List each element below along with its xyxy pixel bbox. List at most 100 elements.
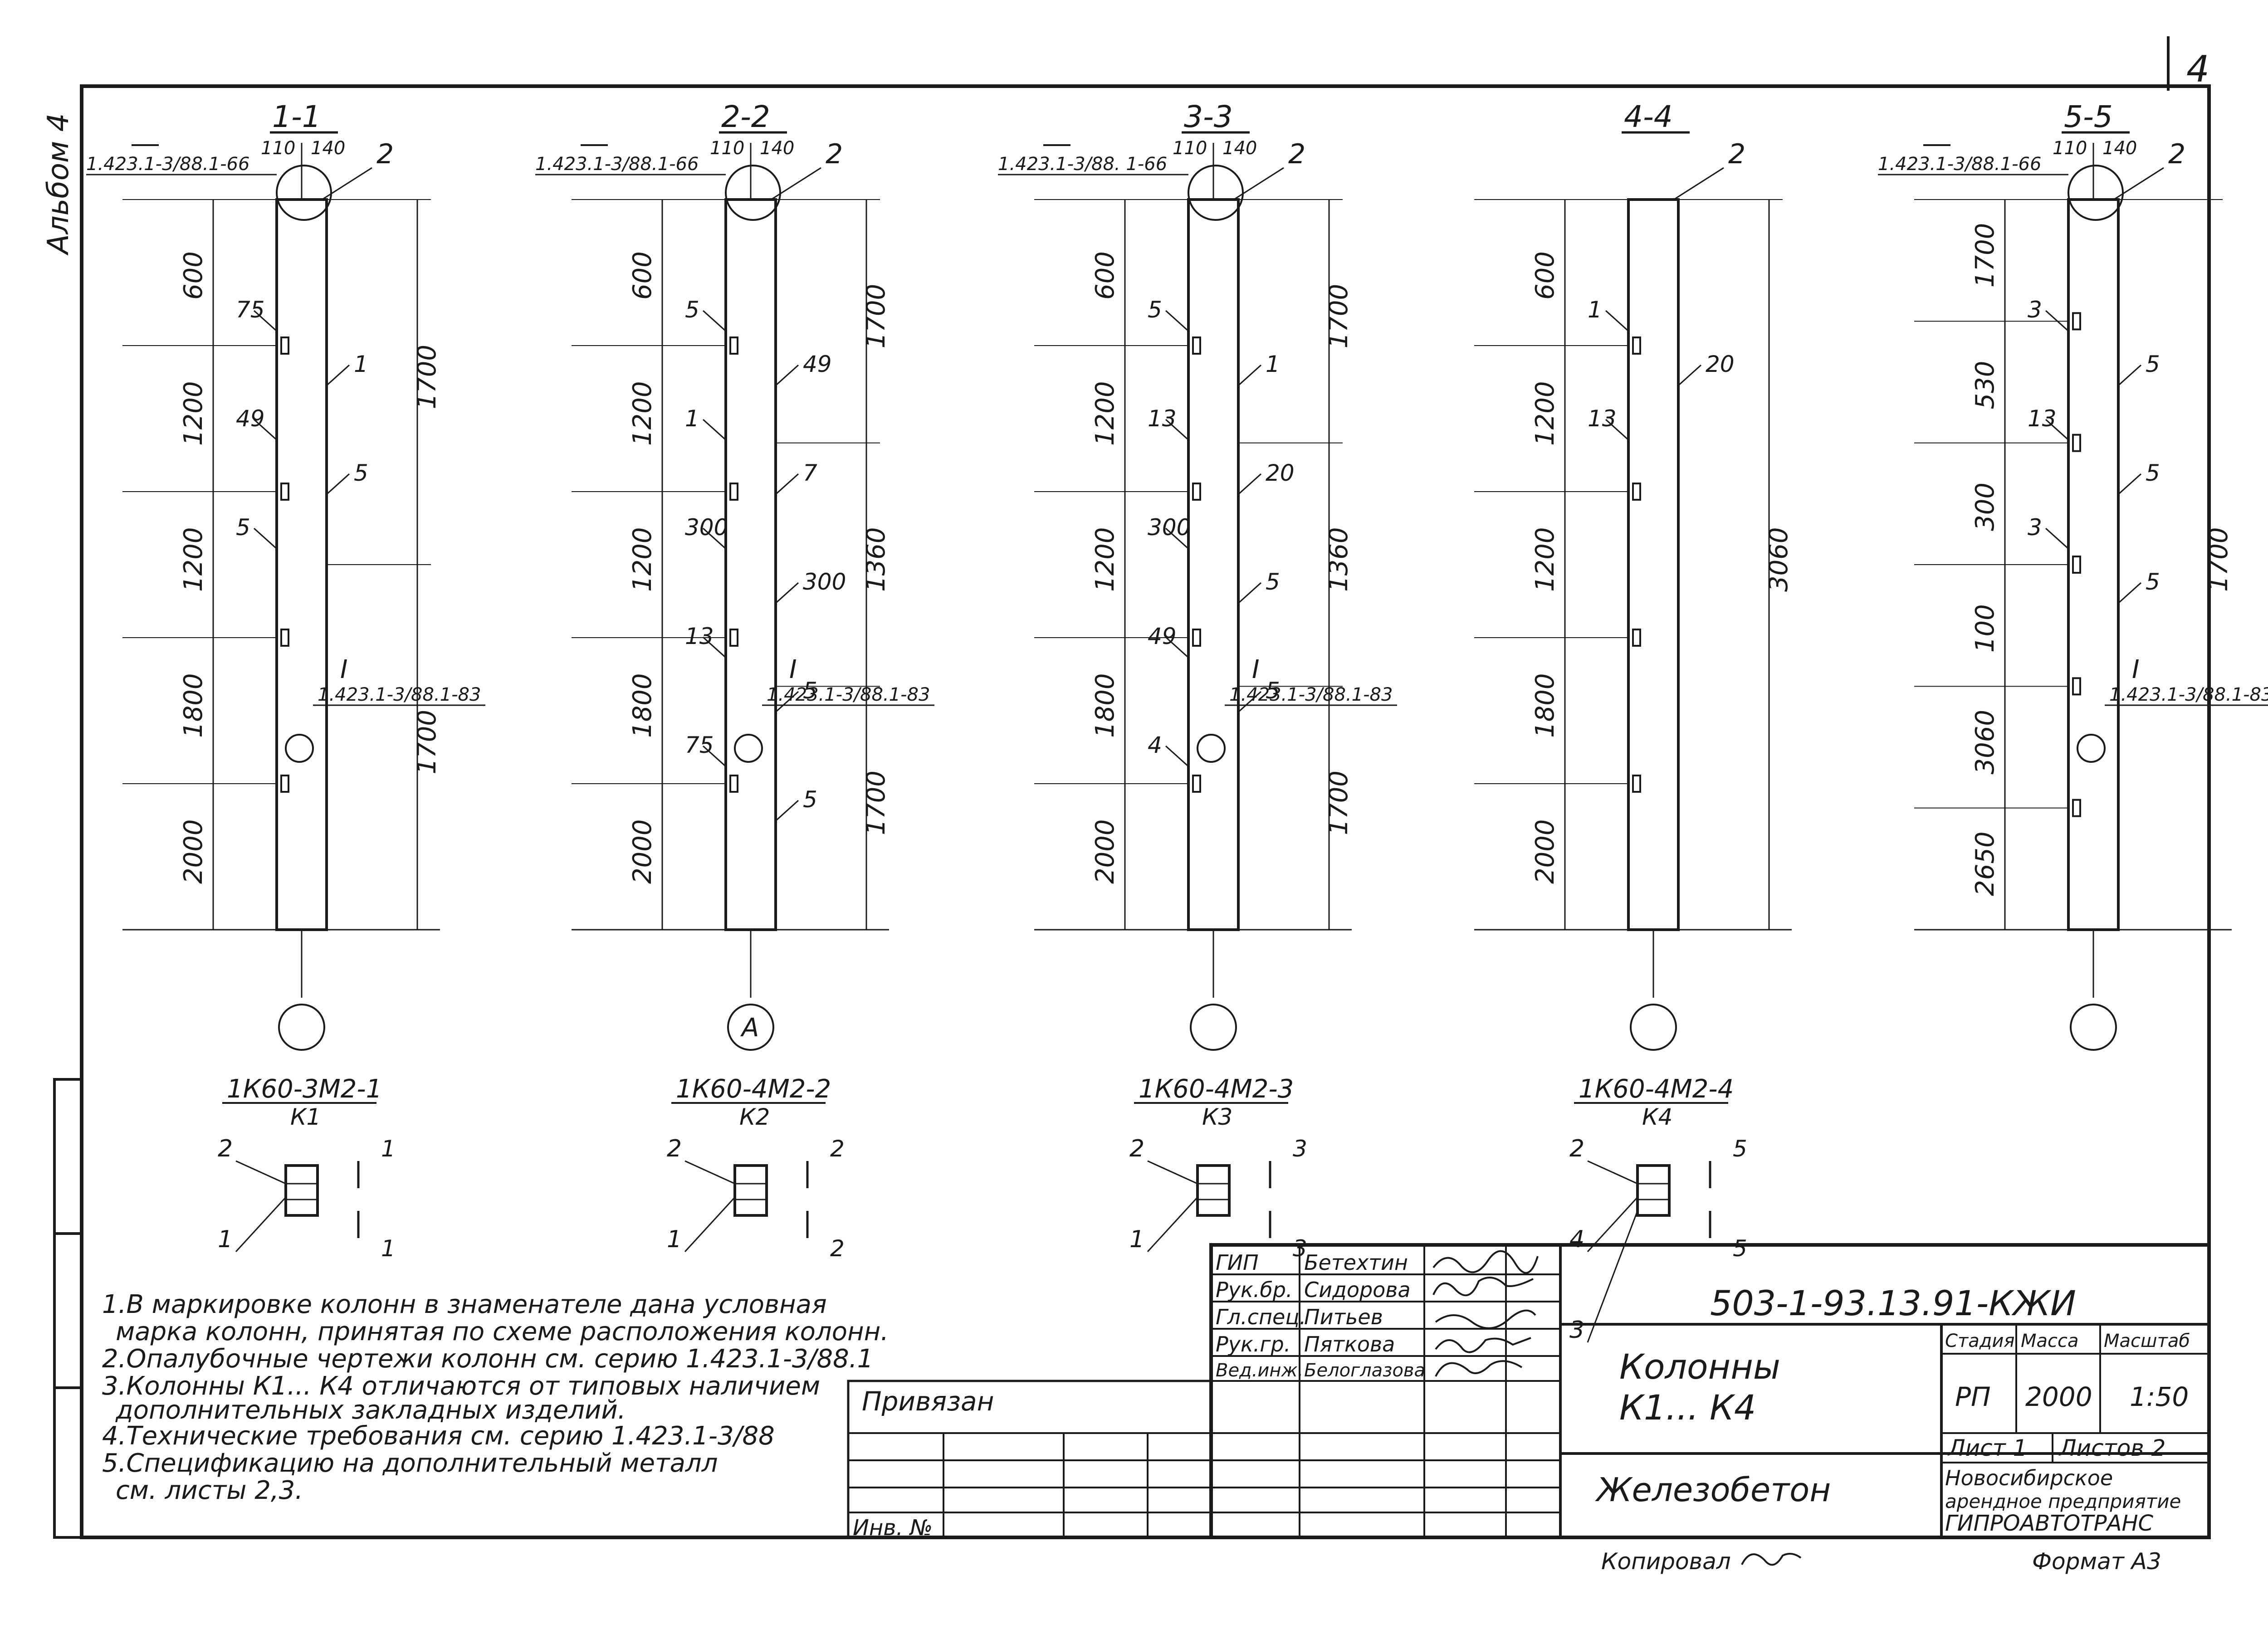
section-title: 3-3 xyxy=(1184,99,1233,134)
embedded-part-label: 2 xyxy=(1288,138,1305,170)
cut-label-bottom: 1 xyxy=(381,1235,396,1262)
callout-label: 49 xyxy=(236,405,265,432)
stamp-role-2: Гл.спец. xyxy=(1216,1305,1306,1329)
dim-top-left: 110 xyxy=(261,138,295,159)
left-dim-value: 1700 xyxy=(1970,223,2000,288)
left-dim-value: 1200 xyxy=(628,381,657,446)
stage-value: РП xyxy=(1955,1381,1991,1412)
sheets-total-label: Листов 2 xyxy=(2058,1435,2165,1461)
cut-label-bottom: 2 xyxy=(830,1235,845,1262)
detail-circle xyxy=(1188,165,1244,221)
note-3-cont: дополнительных закладных изделий. xyxy=(115,1395,626,1425)
left-dim-value: 1800 xyxy=(179,673,208,738)
embedded-part-label: 2 xyxy=(826,138,843,170)
note-4: 4.Технические требования см. серию 1.423… xyxy=(102,1421,775,1451)
callout-label: 75 xyxy=(236,297,265,323)
column-mark: 1К60-4М2-3 xyxy=(1139,1074,1294,1104)
left-dim-value: 600 xyxy=(1530,251,1560,300)
callout-label: 5 xyxy=(236,514,250,541)
embedded-plate xyxy=(1632,337,1641,355)
plan-view-section xyxy=(284,1164,319,1217)
callout-label: 300 xyxy=(1148,514,1191,541)
embedded-part-label: 2 xyxy=(2168,138,2185,170)
callout-leader xyxy=(1165,636,1189,658)
plan-view-leader xyxy=(1147,1160,1198,1185)
callout-leader xyxy=(2045,310,2069,332)
left-dim-value: 300 xyxy=(1970,483,2000,531)
callout-label: 3 xyxy=(2028,514,2042,541)
embedded-plate xyxy=(280,629,289,647)
callout-label: 1 xyxy=(685,405,699,432)
embedded-plate xyxy=(280,775,289,793)
stamp-name-2: Питьев xyxy=(1304,1305,1383,1329)
left-dim-value: 2000 xyxy=(628,819,657,884)
stamp-role-0: ГИП xyxy=(1216,1250,1259,1275)
callout-leader xyxy=(1677,364,1702,386)
node-reference: 1.423.1-3/88.1-83 xyxy=(2109,684,2268,705)
callout-label: 13 xyxy=(1588,405,1617,432)
callout-leader xyxy=(1165,745,1189,767)
plan-view-section xyxy=(733,1164,768,1217)
top-reference: 1.423.1-3/88. 1-66 xyxy=(998,154,1167,175)
callout-leader xyxy=(702,419,727,441)
stamp-role-3: Рук.гр. xyxy=(1216,1332,1290,1356)
column-mark-subscript: К4 xyxy=(1642,1104,1672,1130)
dim-top-left: 110 xyxy=(710,138,744,159)
node-mark: I xyxy=(2132,655,2140,684)
binding-label: Привязан xyxy=(862,1386,994,1417)
callout-label: 20 xyxy=(1706,351,1735,377)
section-title: 2-2 xyxy=(721,99,770,134)
callout-label: 5 xyxy=(803,786,817,813)
callout-leader xyxy=(253,419,278,441)
embedded-plate xyxy=(1632,629,1641,647)
cut-label-top: 2 xyxy=(830,1136,845,1162)
embedded-plate xyxy=(1632,483,1641,501)
dim-top-right: 140 xyxy=(2102,138,2137,159)
axis-bubble xyxy=(2070,1004,2117,1051)
cut-label-top: 5 xyxy=(1733,1136,1747,1162)
callout-label: 300 xyxy=(803,569,846,595)
callout-leader xyxy=(2117,473,2142,495)
dim-top-right: 140 xyxy=(311,138,345,159)
callout-label: 49 xyxy=(1148,623,1177,649)
callout-label: 5 xyxy=(354,460,368,486)
node-circle xyxy=(734,734,763,763)
drawing-title-line1: Колонны xyxy=(1619,1346,1780,1387)
left-dim-value: 1200 xyxy=(179,381,208,446)
stamp-role-4: Вед.инж. xyxy=(1216,1360,1303,1381)
plan-view-label: 2 xyxy=(1569,1135,1584,1162)
copied-signature xyxy=(1741,1553,1802,1566)
detail-circle xyxy=(2068,165,2124,221)
callout-label: 1 xyxy=(1266,351,1280,377)
plan-view-leader xyxy=(235,1196,287,1253)
column-outline xyxy=(2067,198,2120,931)
left-dim-value: 2000 xyxy=(179,819,208,884)
column-outline xyxy=(275,198,328,931)
plan-view-label: 4 xyxy=(1569,1226,1584,1253)
right-dim-value: 1700 xyxy=(861,771,891,835)
callout-label: 5 xyxy=(2146,460,2160,486)
column-mark-subscript: К3 xyxy=(1202,1104,1232,1130)
left-dim-value: 100 xyxy=(1970,604,2000,653)
left-dim-value: 1200 xyxy=(179,527,208,592)
callout-leader xyxy=(2117,582,2142,604)
embedded-plate xyxy=(729,775,738,793)
embedded-plate xyxy=(1192,337,1201,355)
top-reference: 1.423.1-3/88.1-66 xyxy=(535,154,699,175)
organization-line2: арендное предприятие xyxy=(1945,1490,2181,1512)
format-label: Формат А3 xyxy=(2032,1548,2161,1575)
callout-label: 5 xyxy=(2146,351,2160,377)
callout-leader xyxy=(775,582,799,604)
embedded-plate xyxy=(280,337,289,355)
sheet-number-label: Лист 1 xyxy=(1947,1435,2027,1461)
document-code: 503-1-93.13.91-КЖИ xyxy=(1710,1283,2076,1323)
callout-leader xyxy=(1165,527,1189,550)
callout-leader xyxy=(253,310,278,332)
left-dim-value: 1200 xyxy=(1090,381,1120,446)
left-dim-value: 2000 xyxy=(1530,819,1560,884)
embedded-plate xyxy=(1632,775,1641,793)
callout-leader xyxy=(702,745,727,767)
mass-value: 2000 xyxy=(2025,1381,2092,1412)
callout-leader xyxy=(2045,419,2069,441)
